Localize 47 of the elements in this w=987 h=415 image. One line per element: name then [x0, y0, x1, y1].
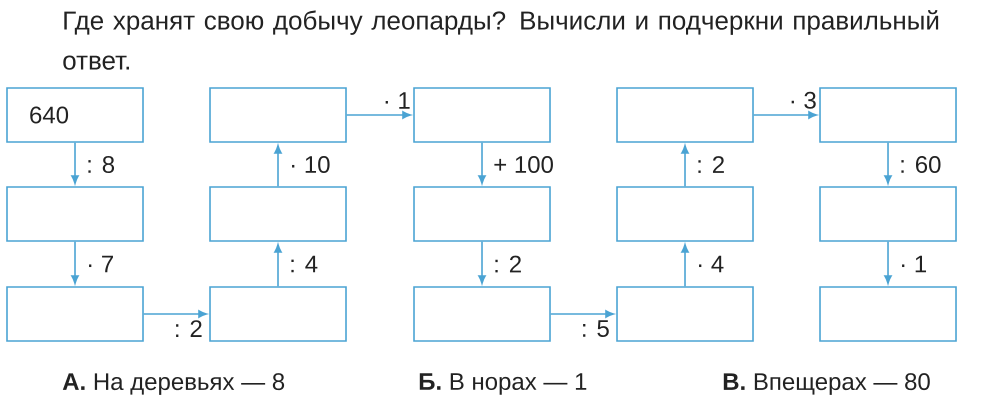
answer-box	[819, 286, 957, 342]
arrow	[884, 142, 892, 184]
answer-option: В. Впещерах — 80	[724, 373, 930, 395]
operation-label: + 100	[492, 155, 555, 174]
answer-box	[616, 286, 754, 342]
arrow	[346, 111, 411, 119]
answer-box	[209, 186, 347, 242]
number-box: 640	[6, 87, 144, 143]
arrow	[681, 244, 689, 286]
task-heading: Где хранят свою добычу леопарды? Вычисли и подчеркни правильный ответ.	[63, 10, 938, 70]
operation-label: · 10	[288, 155, 332, 174]
arrow	[274, 244, 282, 286]
operation-label: : 2	[172, 319, 204, 338]
answer-box	[209, 286, 347, 342]
operation-label: · 3	[788, 90, 818, 110]
operation-label: · 1	[382, 91, 412, 110]
answer-box	[616, 186, 754, 242]
arrow	[884, 242, 892, 284]
arrow	[478, 242, 486, 284]
answer-box	[413, 186, 551, 242]
operation-label: : 60	[898, 155, 942, 174]
answer-box	[209, 87, 347, 143]
operation-label: · 4	[695, 254, 726, 274]
operation-label: · 1	[898, 254, 928, 274]
operation-label: : 2	[695, 155, 726, 174]
arrow	[71, 142, 79, 184]
arrow	[681, 145, 689, 186]
answer-option: А. На деревьях — 8	[62, 373, 284, 395]
answer-box	[616, 87, 754, 143]
arrow	[144, 310, 207, 318]
operation-label: : 4	[288, 254, 320, 274]
answer-box	[819, 87, 957, 143]
operation-label: : 2	[492, 254, 524, 274]
answer-box	[6, 286, 144, 342]
arrow	[71, 242, 79, 284]
operation-label: : 5	[580, 319, 611, 338]
answer-box	[413, 286, 551, 342]
answer-box	[819, 186, 957, 242]
operation-label: · 7	[85, 254, 116, 274]
answer-box	[6, 186, 144, 242]
arrow	[550, 310, 614, 318]
answer-option: Б. В норах — 1	[420, 373, 586, 395]
arrow	[478, 142, 486, 184]
arrow	[274, 145, 282, 186]
operation-label: : 8	[85, 155, 116, 174]
arrow	[754, 111, 817, 119]
answer-box	[413, 87, 551, 143]
